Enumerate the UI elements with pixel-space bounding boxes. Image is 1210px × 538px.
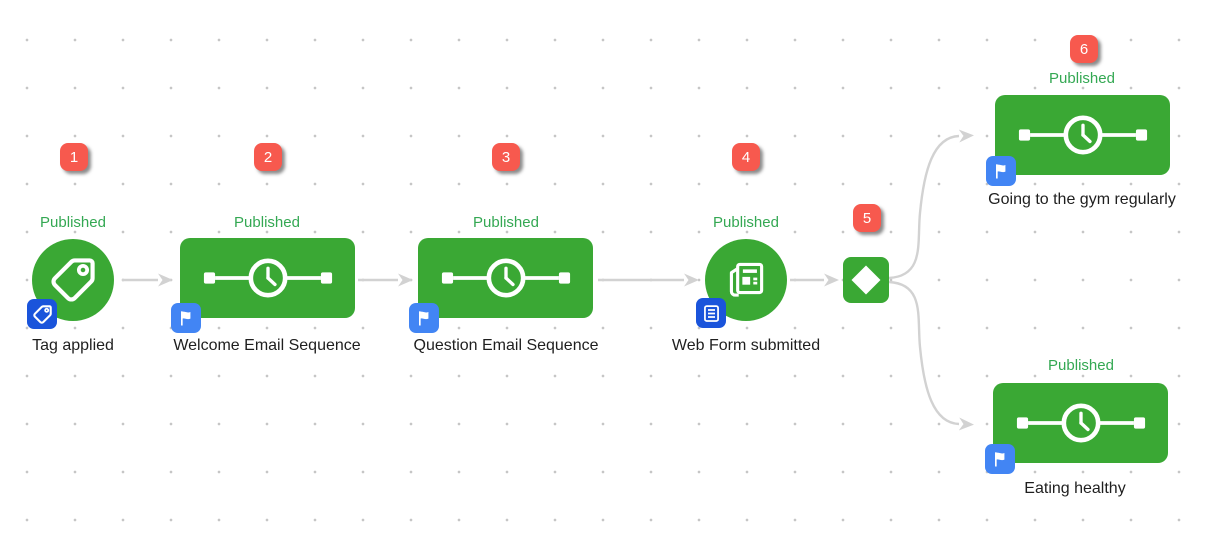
flag-icon [171, 303, 201, 333]
node-label-welcome-email: Welcome Email Sequence [173, 337, 361, 354]
web-form-icon [729, 262, 764, 297]
step-badge-2: 2 [254, 143, 282, 171]
timer-sequence-icon [1016, 403, 1145, 443]
timer-sequence-icon [1018, 115, 1147, 155]
timer-sequence-icon [441, 258, 570, 298]
status-label-4: Published [713, 214, 779, 231]
timer-sequence-icon [203, 258, 332, 298]
question-email-sequence-node[interactable] [418, 238, 593, 318]
form-type-badge [696, 298, 726, 328]
edge-5-7 [888, 280, 974, 431]
node-label-eating-healthy: Eating healthy [1024, 480, 1126, 497]
decision-node[interactable] [843, 257, 889, 303]
tag-icon [51, 258, 95, 302]
welcome-email-sequence-node[interactable] [180, 238, 355, 318]
node-label-tag-applied: Tag applied [32, 337, 114, 354]
diamond-icon [851, 265, 881, 295]
step-badge-6: 6 [1070, 35, 1098, 63]
status-label-6: Published [1049, 70, 1115, 87]
step-badge-1: 1 [60, 143, 88, 171]
step-badge-3: 3 [492, 143, 520, 171]
status-label-3: Published [473, 214, 539, 231]
step-badge-5: 5 [853, 204, 881, 232]
flag-icon [409, 303, 439, 333]
edge-5-6 [888, 129, 974, 280]
node-label-web-form: Web Form submitted [671, 337, 821, 354]
status-label-1: Published [40, 214, 106, 231]
document-lines-icon [703, 304, 719, 322]
flag-icon [986, 156, 1016, 186]
node-label-gym: Going to the gym regularly [988, 191, 1176, 208]
node-label-question-email: Question Email Sequence [413, 337, 599, 354]
status-label-2: Published [234, 214, 300, 231]
flag-glyph [181, 311, 191, 326]
flag-icon [985, 444, 1015, 474]
tag-type-badge [27, 299, 57, 329]
eating-healthy-node[interactable] [993, 383, 1168, 463]
gym-sequence-node[interactable] [995, 95, 1170, 175]
flag-glyph [419, 311, 429, 326]
flag-glyph [995, 452, 1005, 467]
status-label-7: Published [1048, 357, 1114, 374]
tag-mini-icon [32, 304, 52, 324]
step-badge-4: 4 [732, 143, 760, 171]
flag-glyph [996, 164, 1006, 179]
